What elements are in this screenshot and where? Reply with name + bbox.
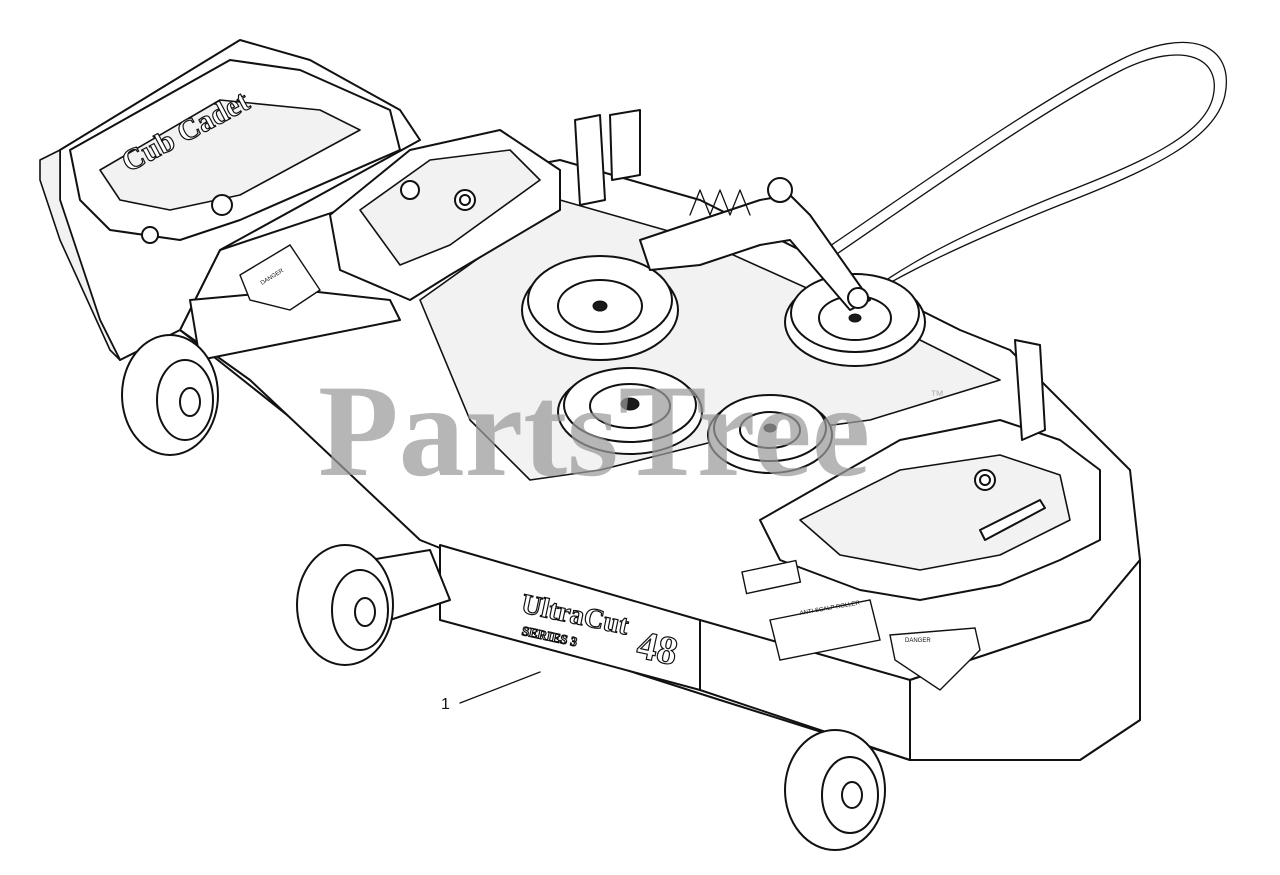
watermark-text: PartsTree	[318, 357, 870, 504]
deck-size: 48	[633, 622, 681, 674]
warning-decal-front: ANTI-SCALP ROLLER	[741, 559, 881, 661]
idler-pulley-front-left	[557, 367, 703, 455]
rear-bracket	[574, 109, 1046, 441]
idler-pulley-front-right	[707, 394, 833, 474]
partstree-watermark: PartsTree ™	[318, 357, 944, 504]
wheel-front-right	[784, 729, 886, 851]
wheel-front-left	[121, 334, 219, 456]
center-housing-cover	[329, 129, 561, 301]
right-belt-cover	[759, 419, 1101, 601]
wheel-mid-left	[296, 544, 394, 666]
callout-1: 1	[441, 671, 541, 713]
watermark-trademark: ™	[930, 387, 944, 403]
danger-decal-left: DANGER	[239, 244, 321, 311]
idler-arm	[639, 177, 871, 311]
pulley-left-large	[521, 255, 679, 361]
pulley-right-large	[784, 273, 926, 367]
drive-belt	[699, 41, 1227, 353]
callout-number: 1	[441, 696, 450, 713]
svg-text:DANGER: DANGER	[905, 638, 931, 644]
left-belt-cover: Cub Cadet	[69, 59, 401, 244]
callout-leader-line	[459, 671, 541, 704]
danger-decal-right: DANGER	[889, 627, 981, 691]
